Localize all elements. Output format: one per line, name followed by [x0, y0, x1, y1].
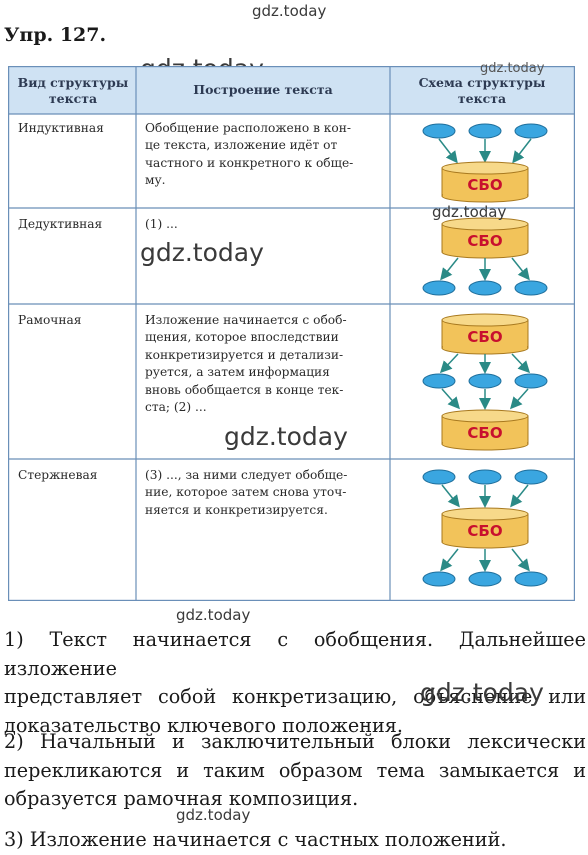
row-text-core: (3) ..., за ними следует обобще- ние, ко…	[145, 467, 385, 519]
arrow	[510, 484, 529, 508]
row-text-line: Изложение начинается с обоб-	[145, 313, 347, 327]
detail-ellipse	[514, 469, 548, 485]
row-text-line: руется, а затем информация	[145, 365, 330, 380]
diagram-deductive: СБО	[422, 217, 548, 296]
watermark-frame-row: gdz.today	[224, 422, 348, 451]
paragraph-line: образуется рамочная композиция.	[4, 787, 359, 811]
sbo-label: СБО	[467, 176, 502, 194]
row-text-line: вновь обобщается в конце тек-	[145, 382, 344, 397]
arrow	[512, 138, 532, 164]
diagram-frame: СБО СБО	[422, 313, 548, 451]
paragraph-line: 1) Текст начинается с обобщения. Дальней…	[4, 628, 586, 680]
arrow	[441, 484, 460, 508]
sbo-label: СБО	[467, 232, 502, 250]
row-text-inductive: Обобщение расположено в кон- це текста, …	[145, 120, 385, 190]
arrow	[438, 138, 458, 164]
diagram-inductive: СБО	[422, 123, 548, 203]
header-structure-type: Вид структуры текста	[17, 75, 129, 106]
detail-ellipse	[514, 280, 548, 296]
row-text-line: частного и конкретного к обще-	[145, 155, 354, 170]
answer-paragraph-1: 1) Текст начинается с обобщения. Дальней…	[4, 626, 586, 740]
row-text-line: ста; (2) ...	[145, 400, 207, 415]
row-type-inductive: Индуктивная	[18, 121, 104, 135]
watermark-below-table: gdz.today	[176, 606, 251, 624]
exercise-title: Упр. 127.	[4, 24, 107, 46]
row-type-deductive: Дедуктивная	[18, 217, 103, 231]
sbo-cylinder: СБО	[441, 217, 529, 259]
arrow	[439, 353, 459, 374]
header-structure-scheme: Схема структуры текста	[418, 75, 546, 106]
detail-ellipse	[468, 123, 502, 139]
row-text-line: ние, которое затем снова уточ-	[145, 485, 347, 500]
detail-ellipse	[514, 123, 548, 139]
watermark-deductive-row: gdz.today	[140, 238, 264, 267]
detail-ellipse	[468, 469, 502, 485]
table-header-background	[8, 66, 575, 115]
row-text-line: няется и конкретизируется.	[145, 502, 328, 517]
row-text-line: щения, которое впоследствии	[145, 330, 339, 345]
sbo-label: СБО	[467, 522, 502, 540]
row-text-line: му.	[145, 173, 166, 188]
row-type-core: Стержневая	[18, 468, 98, 482]
detail-ellipse	[468, 571, 502, 587]
diagram-core: СБО	[422, 469, 548, 587]
row-text-frame: Изложение начинается с обоб- щения, кото…	[145, 312, 385, 416]
arrow	[440, 257, 459, 281]
row-text-line: конкретизируется и детализи-	[145, 347, 344, 362]
detail-ellipse	[422, 373, 456, 389]
header-text-construction: Построение текста	[193, 82, 333, 97]
arrow	[511, 257, 530, 281]
detail-ellipse	[422, 469, 456, 485]
sbo-label: СБО	[467, 424, 502, 442]
detail-ellipse	[514, 571, 548, 587]
table-grid	[8, 66, 575, 601]
detail-ellipse	[422, 123, 456, 139]
detail-ellipse	[422, 571, 456, 587]
sbo-cylinder: СБО	[441, 313, 529, 355]
arrow	[441, 388, 460, 410]
paragraph-line: доказательство ключевого положения.	[4, 713, 403, 737]
row-text-line: (1) ...	[145, 217, 178, 231]
text-structure-table: Вид структуры текста Построение текста С…	[8, 66, 575, 601]
table-border	[8, 66, 575, 601]
watermark-paragraph-one: gdz.today	[420, 678, 544, 707]
arrow	[510, 388, 529, 410]
row-text-line: (3) ..., за ними следует обобще-	[145, 468, 348, 482]
arrow	[511, 548, 530, 572]
detail-ellipse	[468, 373, 502, 389]
answer-paragraph-3: 3) Изложение начинается с частных положе…	[4, 826, 586, 855]
detail-ellipse	[468, 280, 502, 296]
arrow	[511, 353, 531, 374]
paragraph-line: представляет собой конкретизацию, объясн…	[4, 685, 586, 709]
arrow	[440, 548, 459, 572]
row-type-frame: Рамочная	[18, 313, 82, 327]
sbo-cylinder: СБО	[441, 161, 529, 203]
watermark-paragraph-three: gdz.today	[176, 806, 251, 824]
paragraph-line: перекликаются и таким образом тема замык…	[4, 758, 586, 782]
detail-ellipse	[422, 280, 456, 296]
watermark-top: gdz.today	[252, 2, 327, 20]
sbo-label: СБО	[467, 328, 502, 346]
sbo-cylinder: СБО	[441, 507, 529, 549]
sbo-cylinder: СБО	[441, 409, 529, 451]
watermark-deductive-diagram: gdz.today	[432, 203, 507, 221]
paragraph-line: 2) Начальный и заключительный блоки лекс…	[4, 730, 586, 753]
row-text-line: Обобщение расположено в кон-	[145, 121, 352, 135]
watermark-table-corner: gdz.today	[480, 61, 545, 76]
row-text-line: це текста, изложение идёт от	[145, 138, 338, 153]
paragraph-line: 3) Изложение начинается с частных положе…	[4, 828, 507, 851]
answer-paragraph-2: 2) Начальный и заключительный блоки лекс…	[4, 728, 586, 814]
row-text-deductive: (1) ...	[145, 216, 385, 233]
detail-ellipse	[514, 373, 548, 389]
